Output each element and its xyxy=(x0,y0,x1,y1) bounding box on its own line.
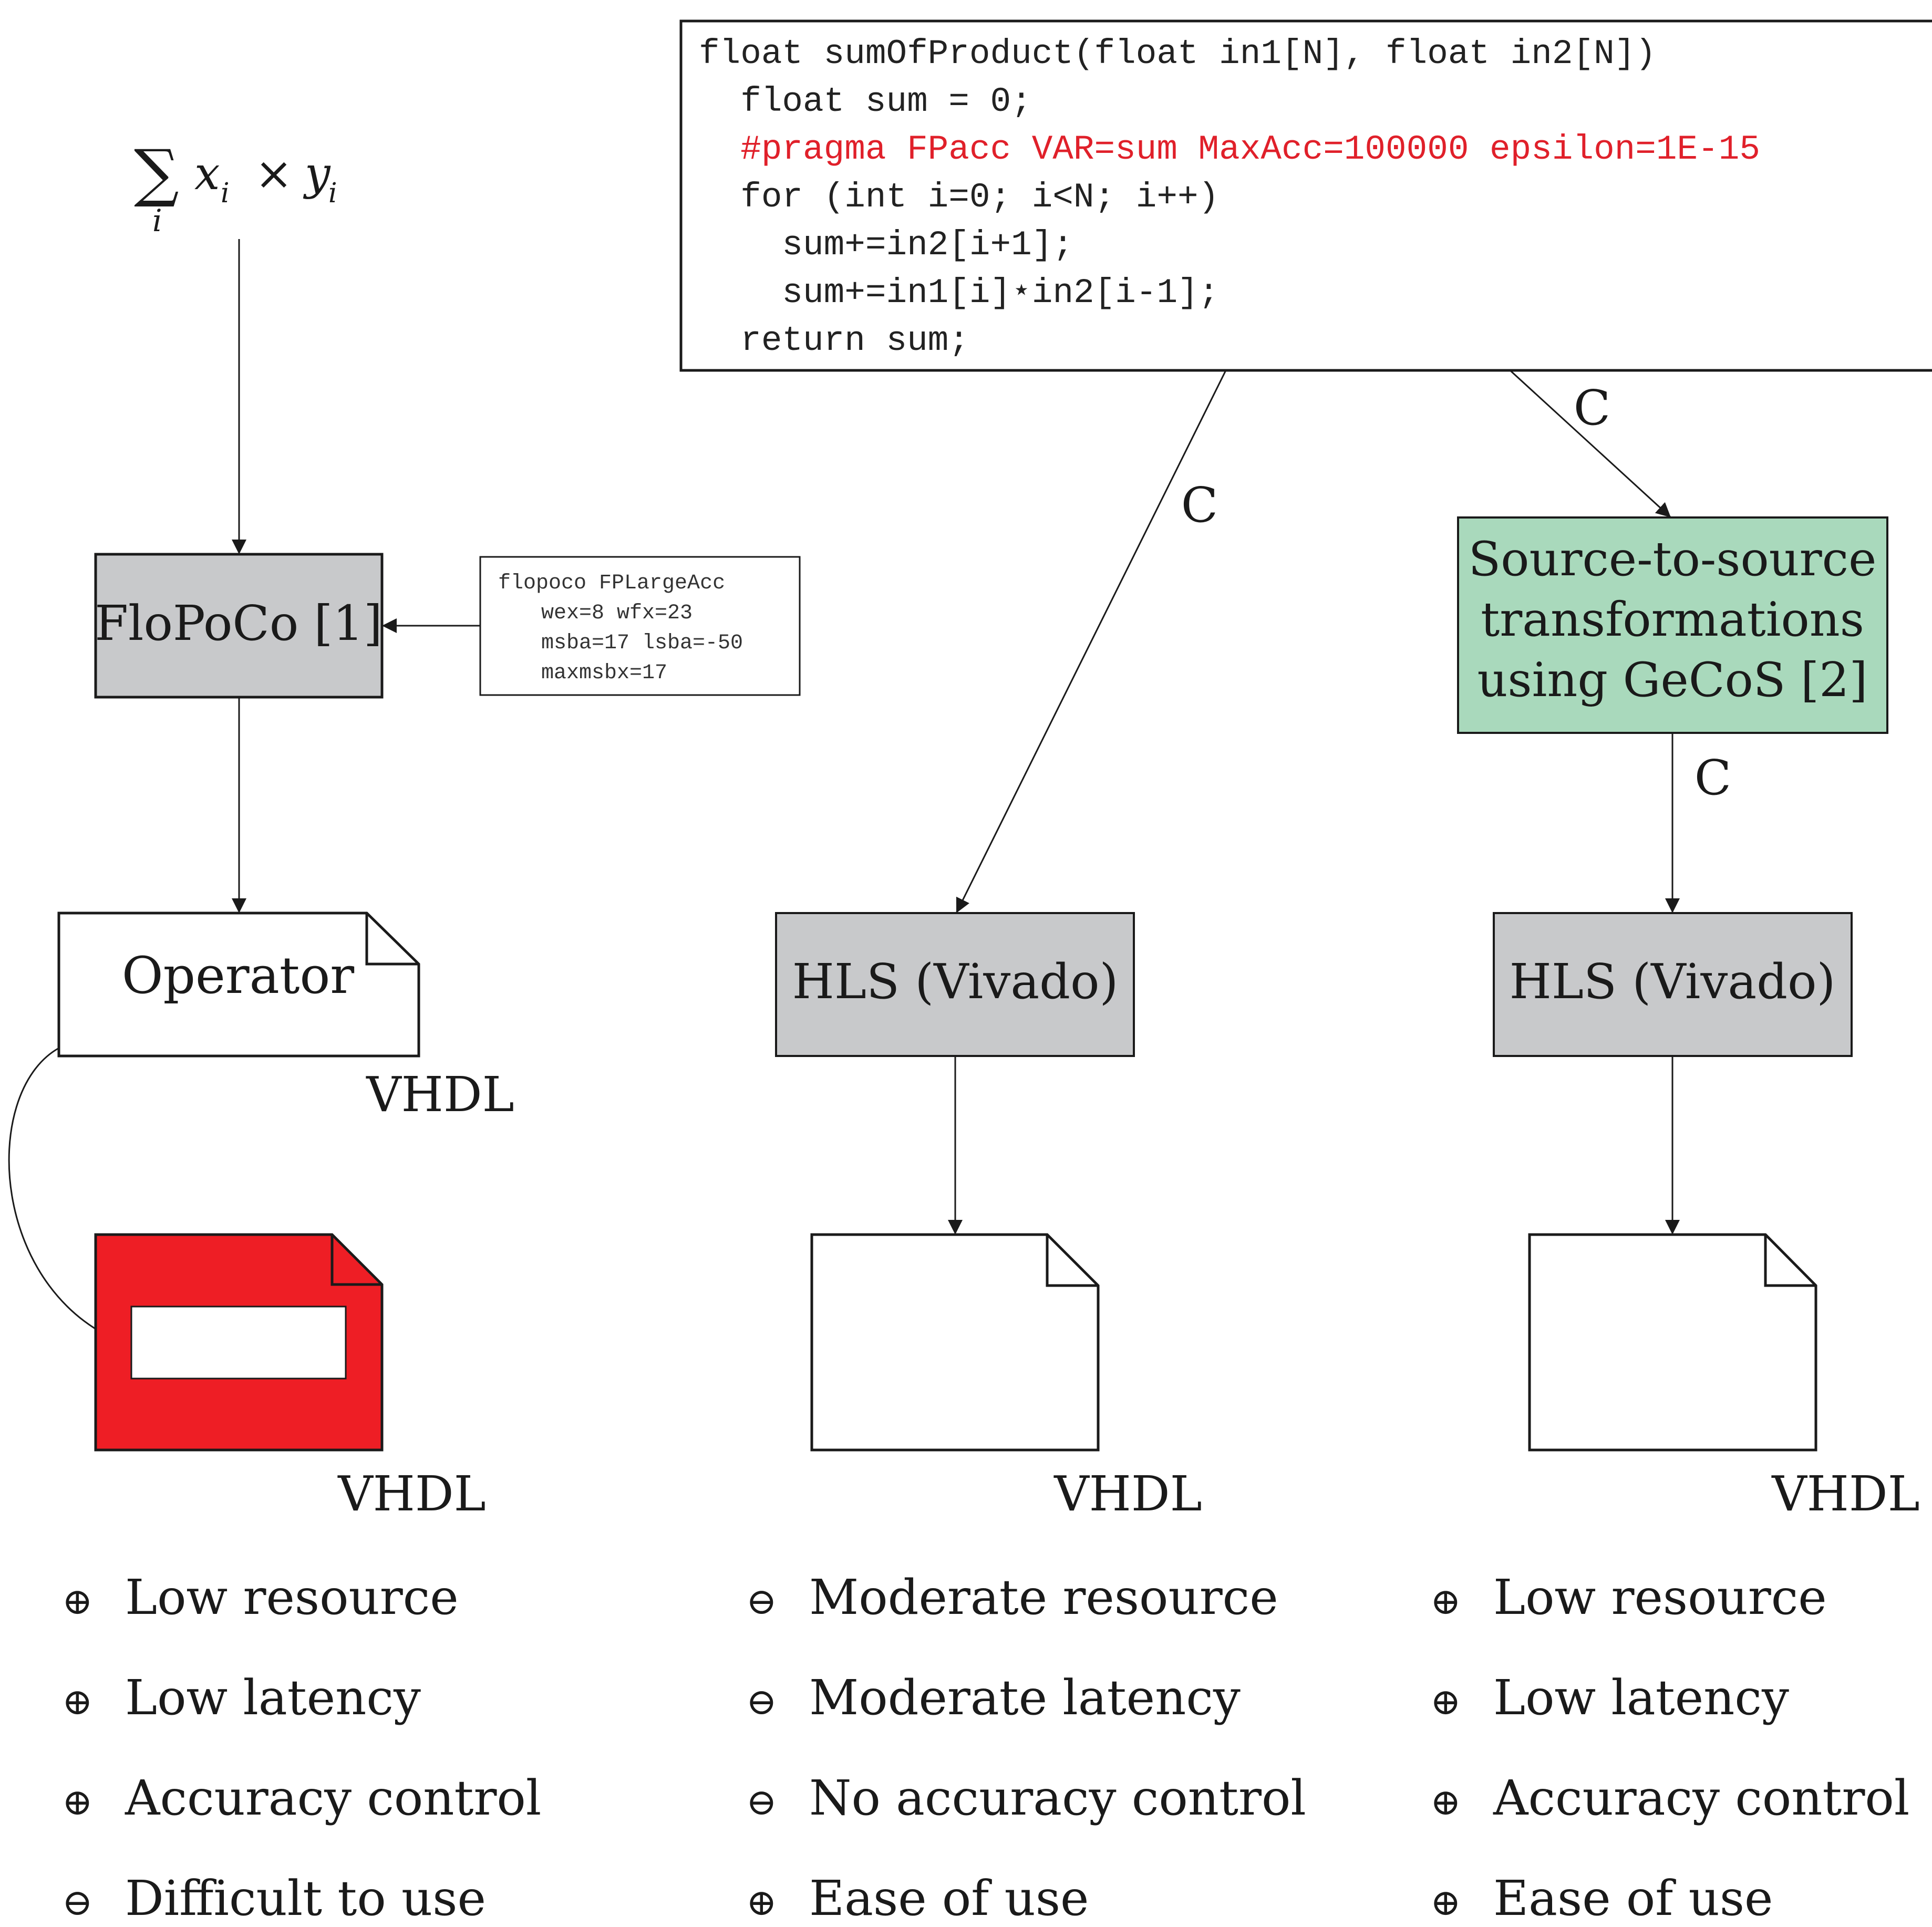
text-col3-2: Low latency xyxy=(1493,1670,1789,1726)
operator-document xyxy=(57,911,420,1058)
sign-col1-1: ⊕ xyxy=(62,1580,93,1623)
pros-cons-column-3: ⊕ Low resource ⊕ Low latency ⊕ Accuracy … xyxy=(1430,1569,1909,1926)
edge-label-c-gecos: C xyxy=(1574,380,1610,436)
sign-col3-2: ⊕ xyxy=(1430,1680,1461,1723)
hls-right-box xyxy=(1493,912,1853,1057)
gecos-line-1: Source-to-source xyxy=(1469,532,1877,587)
flopoco-label: FloPoCo [1] xyxy=(95,595,383,651)
text-col1-4: Difficult to use xyxy=(125,1870,486,1926)
sign-col1-2: ⊕ xyxy=(62,1680,93,1723)
code-line-5: sum+=in2[i+1]; xyxy=(699,225,1073,265)
sign-col3-1: ⊕ xyxy=(1430,1580,1461,1623)
sign-col2-2: ⊖ xyxy=(746,1680,777,1723)
code-block xyxy=(679,19,1932,372)
text-col3-1: Low resource xyxy=(1493,1569,1827,1625)
flopoco-command-box xyxy=(479,556,801,696)
left-vhdl-label: VHDL xyxy=(337,1466,486,1522)
sign-col2-1: ⊖ xyxy=(746,1580,777,1623)
sign-col3-4: ⊕ xyxy=(1430,1881,1461,1924)
text-col2-2: Moderate latency xyxy=(809,1670,1241,1726)
arrow-code-to-hls-mid xyxy=(955,370,1227,914)
gecos-line-2: transformations xyxy=(1481,592,1864,647)
gecos-box xyxy=(1457,516,1888,734)
sum-index: i xyxy=(152,203,162,239)
edge-label-c-mid: C xyxy=(1181,477,1218,533)
hls-mid-label: HLS (Vivado) xyxy=(792,954,1119,1010)
pros-cons-column-1: ⊕ Low resource ⊕ Low latency ⊕ Accuracy … xyxy=(62,1569,541,1926)
text-col3-3: Accuracy control xyxy=(1493,1770,1909,1826)
mid-vhdl-document xyxy=(810,1233,1100,1452)
code-line-pragma: #pragma FPacc VAR=sum MaxAcc=100000 epsi… xyxy=(699,130,1760,169)
sign-col3-3: ⊕ xyxy=(1430,1780,1461,1824)
mid-document-fold xyxy=(1046,1235,1098,1287)
pros-cons-column-2: ⊖ Moderate resource ⊖ Moderate latency ⊖… xyxy=(746,1569,1306,1926)
hls-mid-box xyxy=(775,912,1135,1057)
text-col1-1: Low resource xyxy=(125,1569,459,1625)
code-line-7: return sum; xyxy=(699,321,969,360)
embedded-operator-slot xyxy=(130,1306,347,1380)
sum-formula: ∑ i x i × y i xyxy=(134,137,337,239)
right-vhdl-label: VHDL xyxy=(1771,1466,1920,1522)
formula-times: × xyxy=(255,148,293,200)
code-line-6: sum+=in1[i]⋆in2[i-1]; xyxy=(699,273,1219,313)
code-line-1: float sumOfProduct(float in1[N], float i… xyxy=(699,34,1656,74)
sum-symbol: ∑ xyxy=(134,137,179,210)
flopoco-cmd-line-4: maxmsbx=17 xyxy=(541,661,667,685)
text-col1-2: Low latency xyxy=(125,1670,421,1726)
right-vhdl-document xyxy=(1528,1233,1817,1452)
flopoco-cmd-line-3: msba=17 lsba=-50 xyxy=(541,631,743,655)
operator-embed-curve xyxy=(8,1047,132,1347)
text-col3-4: Ease of use xyxy=(1493,1870,1773,1926)
code-line-2: float sum = 0; xyxy=(699,82,1032,121)
arrow-code-to-gecos xyxy=(1509,369,1672,519)
sign-col2-3: ⊖ xyxy=(746,1780,777,1824)
sign-col1-3: ⊕ xyxy=(62,1780,93,1824)
right-document-fold xyxy=(1764,1235,1816,1287)
text-col2-3: No accuracy control xyxy=(809,1770,1306,1826)
formula-y: y xyxy=(303,148,331,200)
operator-document-fold xyxy=(365,913,419,966)
sign-col2-4: ⊕ xyxy=(746,1881,777,1924)
text-col2-4: Ease of use xyxy=(809,1870,1089,1926)
edge-label-c-right: C xyxy=(1695,750,1731,806)
red-document-fold xyxy=(330,1235,382,1286)
sign-col1-4: ⊖ xyxy=(62,1881,93,1924)
code-line-4: for (int i=0; i<N; i++) xyxy=(699,178,1219,217)
text-col1-3: Accuracy control xyxy=(125,1770,541,1826)
formula-x: x xyxy=(194,148,220,200)
flopoco-cmd-line-2: wex=8 wfx=23 xyxy=(541,602,693,625)
formula-y-sub: i xyxy=(328,178,337,209)
operator-label: Operator xyxy=(122,946,354,1005)
hls-right-label: HLS (Vivado) xyxy=(1510,954,1836,1010)
text-col2-1: Moderate resource xyxy=(809,1569,1278,1625)
flopoco-cmd-line-1: flopoco FPLargeAcc xyxy=(498,572,725,595)
formula-x-sub: i xyxy=(221,178,230,209)
mid-vhdl-label: VHDL xyxy=(1053,1466,1202,1522)
gecos-line-3: using GeCoS [2] xyxy=(1477,652,1867,708)
operator-vhdl-label: VHDL xyxy=(366,1066,514,1123)
